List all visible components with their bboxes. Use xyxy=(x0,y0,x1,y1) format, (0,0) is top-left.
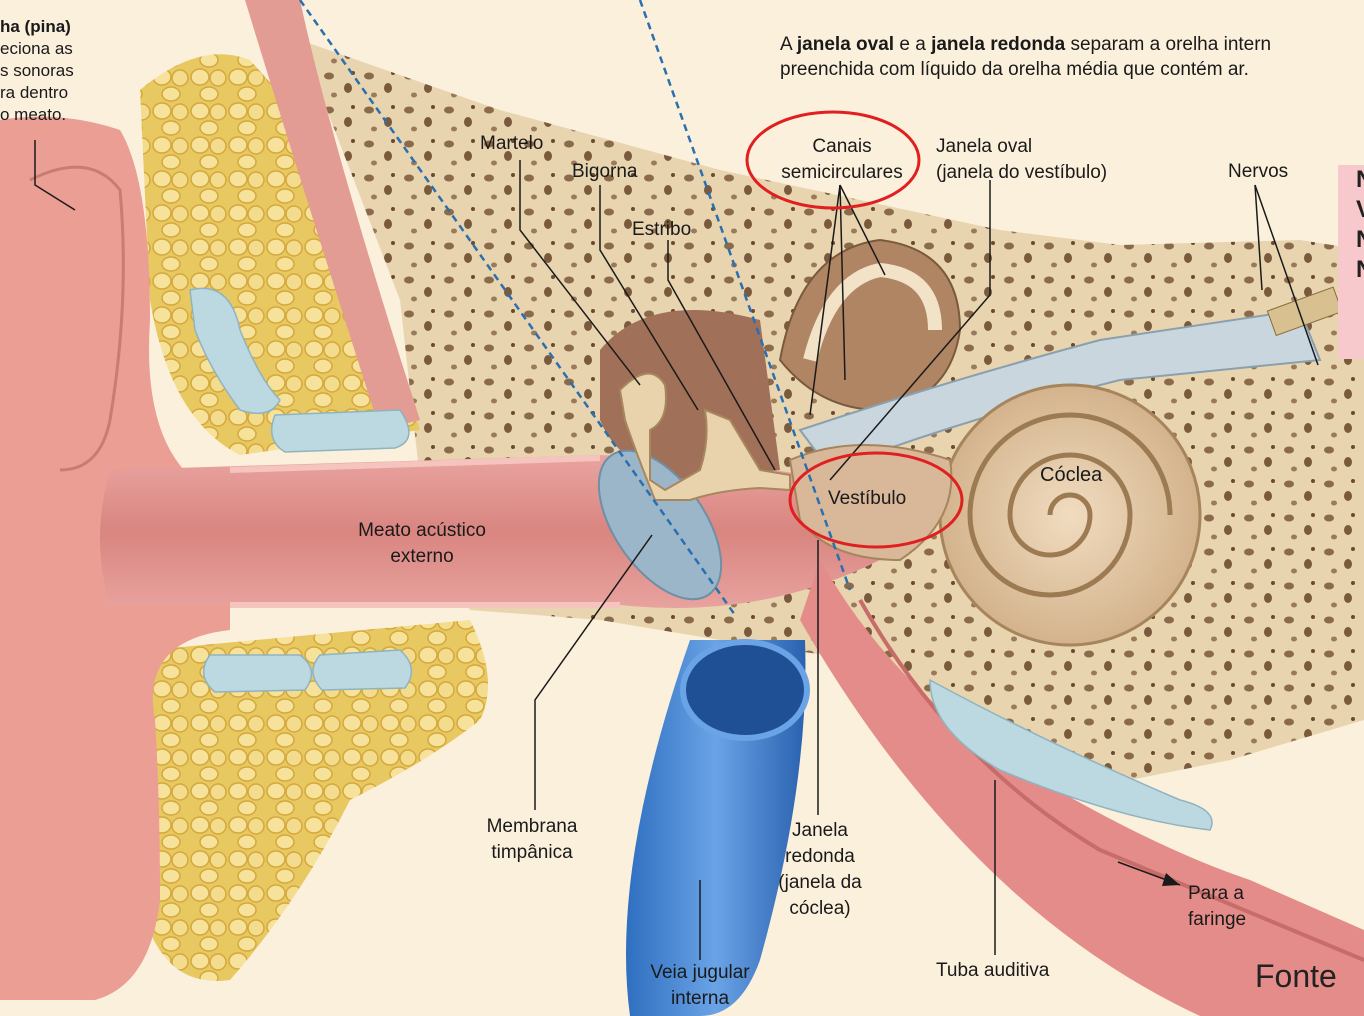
pinna-caption-line1: ha (pina) xyxy=(0,17,71,36)
side-note-line1: N xyxy=(1338,165,1364,195)
label-faringe-line1: Para a xyxy=(1188,881,1246,907)
pinna-caption: ha (pina) eciona as s sonoras ra dentro … xyxy=(0,16,74,126)
side-note-box: N V N N xyxy=(1338,165,1364,359)
pinna-caption-line2: eciona as xyxy=(0,38,74,60)
side-note-line4: N xyxy=(1338,255,1364,285)
side-note-line3: N xyxy=(1338,225,1364,255)
label-membrana: Membrana timpânica xyxy=(472,814,592,866)
caption-text-e: separam a orelha intern xyxy=(1065,34,1271,55)
label-janela-oval: Janela oval (janela do vestíbulo) xyxy=(936,134,1107,186)
label-estribo: Estribo xyxy=(632,217,691,243)
caption-text-a: A xyxy=(780,34,797,55)
label-bigorna: Bigorna xyxy=(572,159,638,185)
label-nervos: Nervos xyxy=(1228,159,1288,185)
label-coclea: Cóclea xyxy=(1040,462,1102,488)
caption-text-c: e a xyxy=(894,34,931,55)
caption-bold-oval: janela oval xyxy=(797,34,894,55)
label-janela-redonda-line1: Janela xyxy=(764,818,876,844)
label-veia-line1: Veia jugular xyxy=(630,960,770,986)
label-meato-line1: Meato acústico xyxy=(340,518,504,544)
label-janela-redonda-line2: redonda xyxy=(764,844,876,870)
label-martelo: Martelo xyxy=(480,131,543,157)
pinna-caption-line4: ra dentro xyxy=(0,82,74,104)
label-janela-redonda-line3: (janela da xyxy=(764,870,876,896)
label-membrana-line1: Membrana xyxy=(472,814,592,840)
label-janela-oval-line1: Janela oval xyxy=(936,134,1107,160)
label-canais: Canais semicirculares xyxy=(768,134,916,186)
label-vestibulo: Vestíbulo xyxy=(828,486,906,512)
label-veia-jugular: Veia jugular interna xyxy=(630,960,770,1012)
label-faringe: Para a faringe xyxy=(1188,881,1246,933)
source-label: Fonte xyxy=(1255,956,1337,996)
pinna-caption-line3: s sonoras xyxy=(0,60,74,82)
label-veia-line2: interna xyxy=(630,986,770,1012)
label-janela-oval-line2: (janela do vestíbulo) xyxy=(936,160,1107,186)
caption-bold-round: janela redonda xyxy=(931,34,1065,55)
label-faringe-line2: faringe xyxy=(1188,907,1246,933)
side-note-line2: V xyxy=(1338,195,1364,225)
caption-line2: preenchida com líquido da orelha média q… xyxy=(780,57,1271,82)
label-janela-redonda-line4: cóclea) xyxy=(764,896,876,922)
cochlea-shape xyxy=(940,385,1200,645)
label-canais-line1: Canais xyxy=(768,134,916,160)
label-janela-redonda: Janela redonda (janela da cóclea) xyxy=(764,818,876,922)
windows-caption: A janela oval e a janela redonda separam… xyxy=(780,32,1271,82)
pinna-caption-line5: o meato. xyxy=(0,104,74,126)
label-canais-line2: semicirculares xyxy=(768,160,916,186)
label-meato: Meato acústico externo xyxy=(340,518,504,570)
label-tuba-auditiva: Tuba auditiva xyxy=(936,958,1049,984)
label-membrana-line2: timpânica xyxy=(472,840,592,866)
label-meato-line2: externo xyxy=(340,544,504,570)
